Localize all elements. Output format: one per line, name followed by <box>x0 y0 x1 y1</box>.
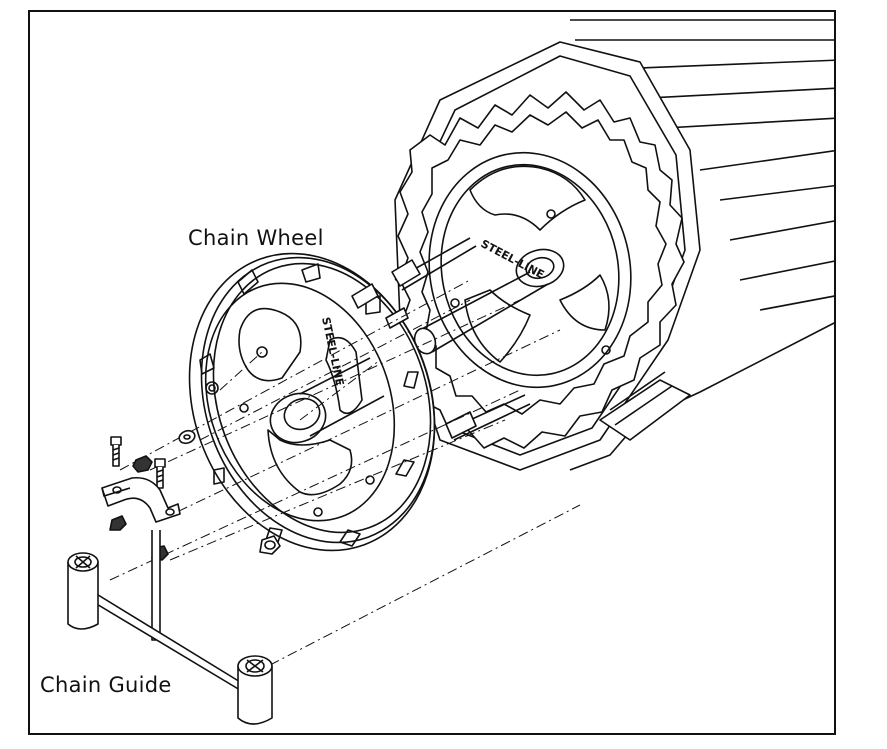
roller-barrel: STEEL-LINE <box>394 19 834 471</box>
chain-wheel-label: Chain Wheel <box>188 226 324 250</box>
chain-guide <box>67 530 273 725</box>
chain-guide-label: Chain Guide <box>40 673 172 697</box>
fasteners <box>109 429 281 561</box>
threaded-studs <box>391 237 531 441</box>
pipe-clamp <box>101 476 181 523</box>
assembly-lines <box>109 279 581 666</box>
